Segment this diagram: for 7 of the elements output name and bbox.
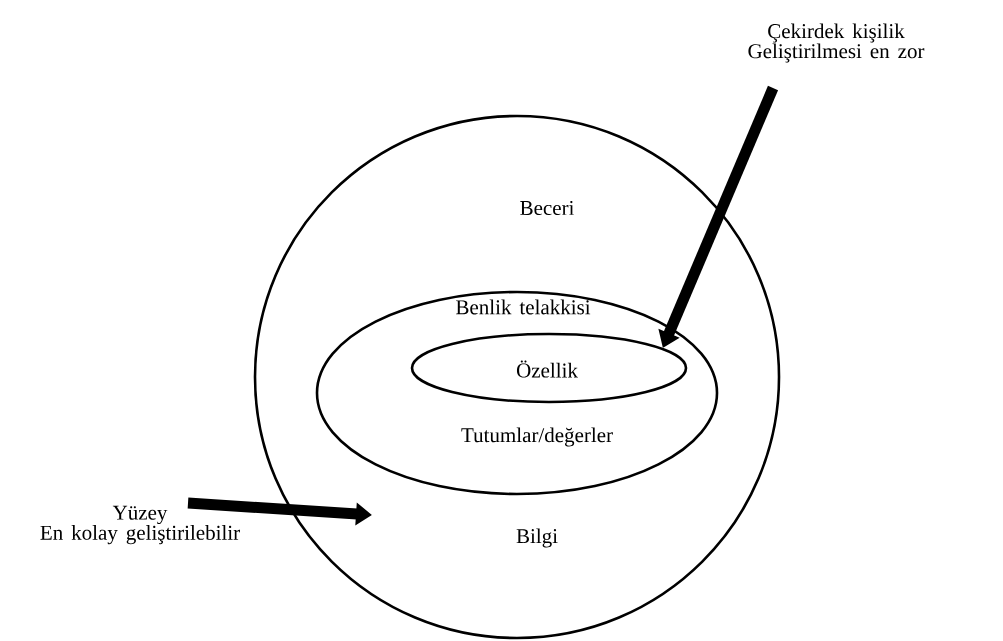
ellipse-label: Bilgi: [516, 528, 558, 548]
ellipse-label: Benlik telakkisi: [456, 299, 591, 315]
ellipse-label: Tutumlar/değerler: [461, 427, 613, 447]
ellipse-label: Beceri: [520, 200, 574, 216]
callout-text: Çekirdek kişilik Geliştirilmesi en zor: [748, 23, 925, 63]
ellipse-label: Özellik: [516, 360, 578, 378]
callout-text: Yüzey En kolay geliştirilebilir: [40, 505, 240, 545]
